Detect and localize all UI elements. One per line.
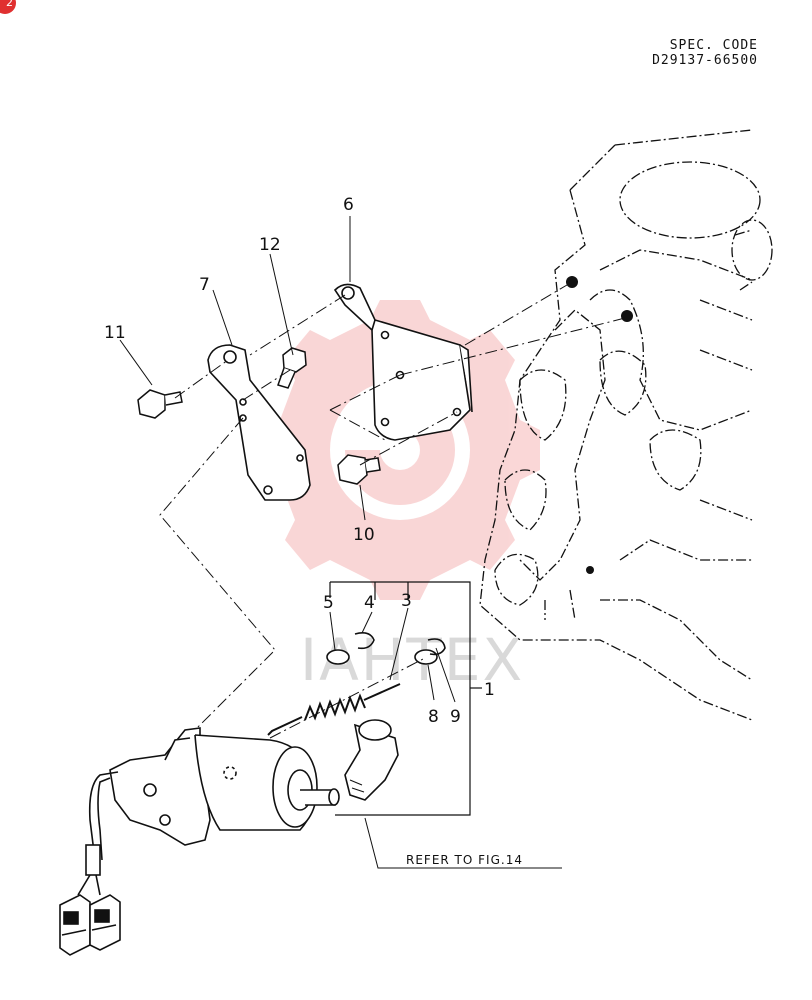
group-bracket-part-1: [329, 581, 482, 816]
callout-3: 3: [401, 591, 412, 611]
callout-6: 6: [343, 195, 354, 215]
spring-part-3: [267, 683, 401, 736]
callout-11: 11: [104, 323, 126, 343]
callout-9: 9: [450, 707, 461, 727]
bolt-part-12: [277, 347, 307, 389]
engine-block: [479, 129, 773, 721]
spec-code-label: SPEC. CODE: [669, 38, 758, 53]
motor-part-1: [109, 727, 340, 846]
callout-4: 4: [364, 593, 375, 613]
washer-part-8: [414, 649, 438, 665]
clip-part-4: [354, 632, 375, 650]
engine-block-holes: [566, 276, 633, 574]
bolt-part-11: [137, 389, 183, 419]
callout-10: 10: [353, 525, 375, 545]
callout-8: 8: [428, 707, 439, 727]
leader-lines: [119, 216, 562, 869]
motor-center-line: [269, 657, 426, 739]
spec-code-block: SPEC. CODE D29137-66500: [652, 38, 758, 68]
callout-1: 1: [484, 680, 495, 700]
refer-note: REFER TO FIG.14: [406, 853, 523, 867]
page-badge: 2: [0, 0, 16, 14]
plunger-rod: [344, 719, 399, 801]
callout-12: 12: [259, 235, 281, 255]
washer-part-5: [326, 649, 350, 665]
wire-harness: [77, 771, 119, 896]
callout-5: 5: [323, 593, 334, 613]
spec-code-value: D29137-66500: [652, 53, 758, 68]
callout-7: 7: [199, 275, 210, 295]
bracket-part-7: [207, 344, 311, 501]
clip-part-9: [427, 638, 446, 656]
bolt-part-10: [337, 454, 381, 485]
connector-plug: [59, 894, 121, 956]
assembly-guide-lines: [159, 284, 626, 731]
